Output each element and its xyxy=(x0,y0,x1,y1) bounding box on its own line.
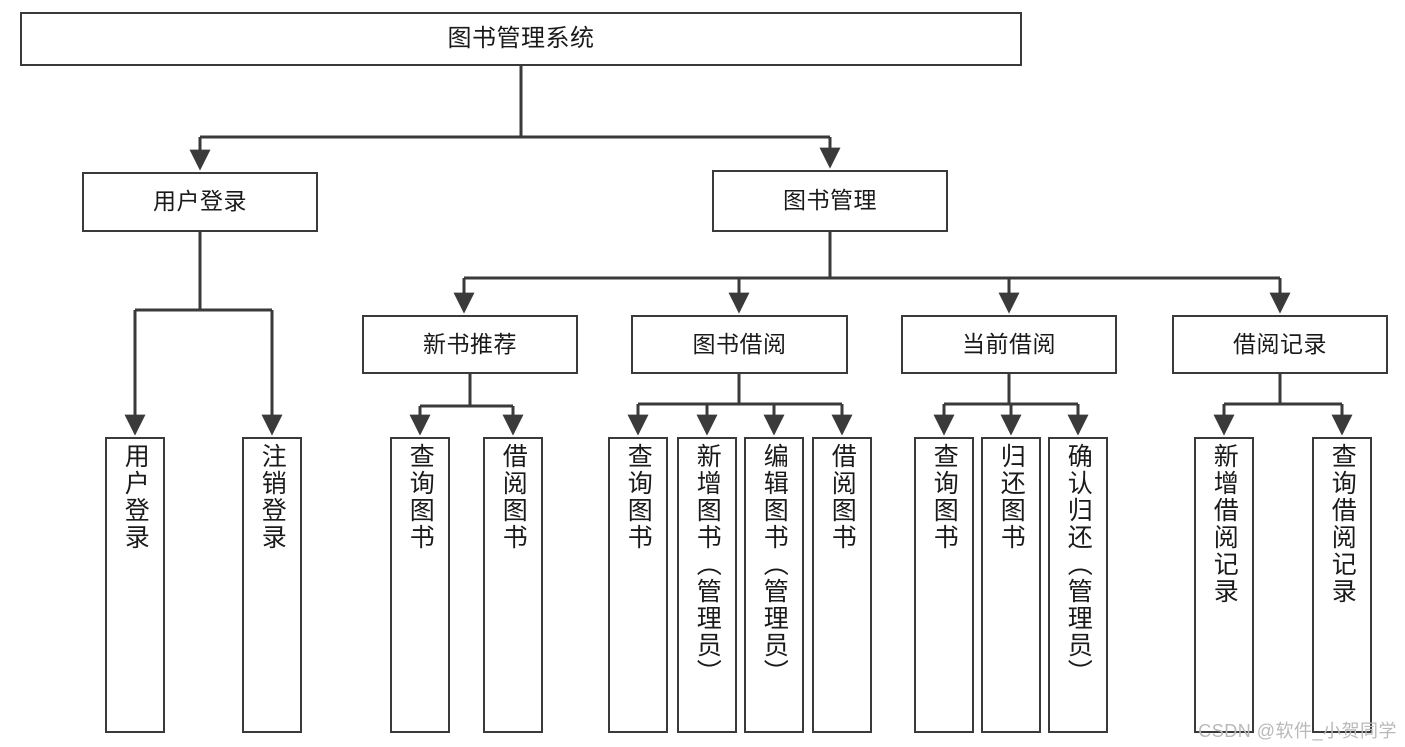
node-label: 查询图书 xyxy=(624,443,653,551)
node-label: 借阅图书 xyxy=(499,443,528,551)
node-label: 借阅记录 xyxy=(1233,330,1327,357)
node-label: 新书推荐 xyxy=(423,330,517,357)
node-label: 用户登录 xyxy=(153,188,247,215)
node-book-borrow[interactable]: 图书借阅 xyxy=(631,315,848,374)
node-label: 注销登录 xyxy=(258,443,287,551)
node-label: 图书管理 xyxy=(783,187,877,214)
node-leaf-borrow-book-recommend[interactable]: 借阅图书 xyxy=(483,437,543,733)
node-borrow-record[interactable]: 借阅记录 xyxy=(1172,315,1388,374)
node-leaf-query-borrow-record[interactable]: 查询借阅记录 xyxy=(1312,437,1372,733)
node-leaf-query-book-borrow[interactable]: 查询图书 xyxy=(608,437,668,733)
csdn-watermark: CSDN @软件_小贺同学 xyxy=(1198,721,1397,741)
node-leaf-add-book-admin[interactable]: 新增图书（管理员） xyxy=(677,437,737,733)
node-label: 新增图书（管理员） xyxy=(693,443,722,686)
node-leaf-borrow-book[interactable]: 借阅图书 xyxy=(812,437,872,733)
node-user-login[interactable]: 用户登录 xyxy=(82,172,318,232)
node-leaf-confirm-return-admin[interactable]: 确认归还（管理员） xyxy=(1048,437,1108,733)
node-current-borrow[interactable]: 当前借阅 xyxy=(901,315,1117,374)
node-leaf-return-book[interactable]: 归还图书 xyxy=(981,437,1041,733)
node-leaf-query-book-recommend[interactable]: 查询图书 xyxy=(390,437,450,733)
node-label: 图书管理系统 xyxy=(447,24,595,52)
node-label: 用户登录 xyxy=(121,443,150,551)
node-label: 新增借阅记录 xyxy=(1210,443,1239,605)
node-label: 借阅图书 xyxy=(828,443,857,551)
node-label: 确认归还（管理员） xyxy=(1064,443,1093,686)
node-label: 归还图书 xyxy=(997,443,1026,551)
node-label: 编辑图书（管理员） xyxy=(760,443,789,686)
node-leaf-user-login[interactable]: 用户登录 xyxy=(105,437,165,733)
node-new-book-recommend[interactable]: 新书推荐 xyxy=(362,315,578,374)
node-label: 图书借阅 xyxy=(692,330,787,357)
node-label: 当前借阅 xyxy=(962,330,1056,357)
node-root-book-management-system[interactable]: 图书管理系统 xyxy=(20,12,1022,66)
node-book-management[interactable]: 图书管理 xyxy=(712,170,948,232)
node-leaf-logout-login[interactable]: 注销登录 xyxy=(242,437,302,733)
node-leaf-query-book-current[interactable]: 查询图书 xyxy=(914,437,974,733)
node-leaf-edit-book-admin[interactable]: 编辑图书（管理员） xyxy=(744,437,804,733)
node-label: 查询借阅记录 xyxy=(1328,443,1357,605)
node-label: 查询图书 xyxy=(406,443,435,551)
node-label: 查询图书 xyxy=(930,443,959,551)
node-leaf-add-borrow-record[interactable]: 新增借阅记录 xyxy=(1194,437,1254,733)
